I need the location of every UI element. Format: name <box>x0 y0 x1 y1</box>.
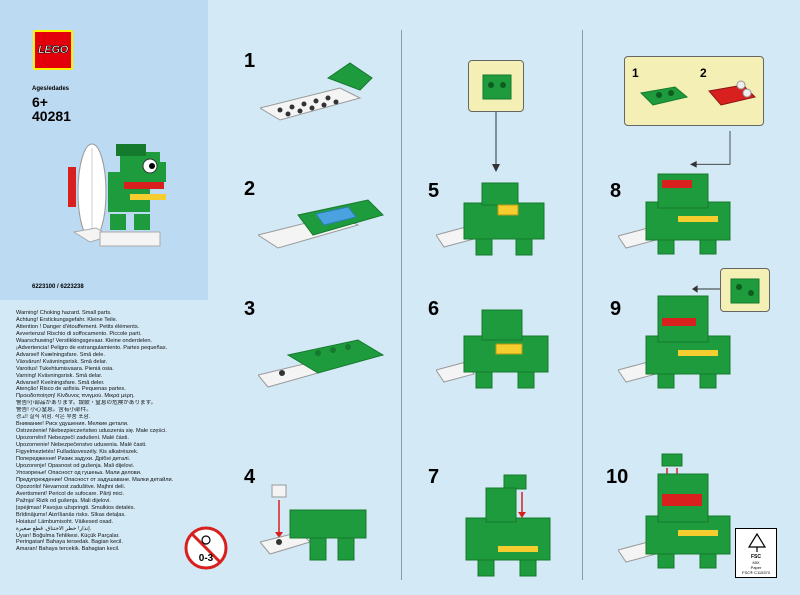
step-number-4: 4 <box>244 466 256 488</box>
warning-line: Figyelmeztetés! Fulladásveszély. Kis alk… <box>16 449 139 456</box>
warning-line: Upozornenie! Nebezpečenstvo udusenia. Ma… <box>16 442 147 449</box>
warning-line: 警告! 小心窒息。含有小部件。 <box>16 407 92 414</box>
step-number-1: 1 <box>244 50 256 72</box>
warning-line: ¡Advertencia! Peligro de estrangulamient… <box>16 344 168 351</box>
step-9-illustration <box>618 295 731 389</box>
warning-line: 警告!小部品があります。誤飲・窒息の危険があります。 <box>16 400 157 407</box>
fsc-title: FSC <box>751 554 761 560</box>
step-8-illustration <box>618 173 731 255</box>
step-5-illustration <box>436 182 545 256</box>
callout-part-2-label: 2 <box>700 66 707 80</box>
dragon-model-image <box>68 143 166 247</box>
fsc-line-1: MIX <box>752 560 760 565</box>
column-divider-2 <box>582 30 583 580</box>
callout-part-1-label: 1 <box>632 66 639 80</box>
step-number-7: 7 <box>428 466 440 488</box>
age-warning-icon: 0-3 <box>184 526 228 570</box>
warning-line: Avertisment! Pericol de sufocare. Părți … <box>16 490 125 497</box>
step-number-6: 6 <box>428 298 440 320</box>
warning-line: Hoiatus! Lämbumisoht. Väikesed osad. <box>16 518 114 525</box>
age-value: 6+ <box>32 94 48 110</box>
step-5-callout <box>468 60 524 112</box>
warning-line: Предупреждение! Опасност от задушаване. … <box>16 476 174 483</box>
step-10-illustration <box>618 453 731 569</box>
warning-line: إنذار! خطر الاختناق. قطع صغيرة. <box>16 525 92 532</box>
fsc-line-3: FSC® C115370 <box>742 570 770 575</box>
warning-line: Attention ! Danger d'étouffement. Petits… <box>16 323 140 330</box>
fsc-line-2: Paper <box>750 565 762 570</box>
warning-line: Упозорење! Опасност од гушења. Мали дело… <box>16 469 142 476</box>
fsc-label: FSC MIX Paper FSC® C115370 <box>735 528 777 578</box>
warning-line: Upozornění! Nebezpečí zadušení. Malé čás… <box>16 435 129 442</box>
step-8-callout-arrow <box>690 131 731 168</box>
step-1-illustration <box>260 62 373 121</box>
step-3-illustration <box>258 339 385 388</box>
step-number-3: 3 <box>244 298 256 320</box>
warning-line: Waarschuwing! Verstikkingsgevaar. Kleine… <box>16 337 152 344</box>
warning-line: Внимание! Риск удушения. Мелкие детали. <box>16 421 129 428</box>
warning-line: Warning! Choking hazard. Small parts. <box>16 310 112 316</box>
warning-line: Varning! Kvävningsrisk. Små delar. <box>16 372 103 379</box>
fsc-tree-icon <box>747 533 767 552</box>
warning-line: Opozorilo! Nevarnost zadušitve. Majhni d… <box>16 483 126 490</box>
set-number: 40281 <box>32 108 71 124</box>
warning-line: 경고! 질식 위험. 작은 부품 포함. <box>16 414 91 421</box>
warning-line: Uyarı! Boğulma Tehlikesi. Küçük Parçalar… <box>16 532 120 539</box>
warning-line: Advarsel! Kvelningsfare. Små deler. <box>16 379 105 386</box>
warning-line: Upozorenje! Opasnost od gušenja. Mali di… <box>16 462 135 469</box>
step-8-callout <box>624 56 764 126</box>
step-number-9: 9 <box>610 298 622 320</box>
warning-line: Попередження! Ризик задухи. Дрібні детал… <box>16 456 131 463</box>
age-warning-label: 0-3 <box>199 553 214 564</box>
warning-line: Peringatan! Bahaya tersedak. Bagian keci… <box>16 539 123 546</box>
warning-line: Varoitus! Tukehtumisvaara. Pieniä osia. <box>16 365 114 372</box>
step-number-2: 2 <box>244 178 256 200</box>
step-9-callout <box>720 268 770 312</box>
warning-line: Avvertenza! Rischio di soffocamento. Pic… <box>16 330 142 337</box>
warning-line: Amaran! Bahaya tercekik. Bahagian kecil. <box>16 546 120 553</box>
age-label: Ages/edades <box>32 86 70 92</box>
warning-line: Προειδοποίηση! Κίνδυνος πνιγμού. Μικρά μ… <box>16 393 135 400</box>
column-divider-1 <box>401 30 402 580</box>
warning-line: Achtung! Erstickungsgefahr. Kleine Teile… <box>16 316 118 323</box>
step-2-illustration <box>258 199 384 249</box>
lego-logo-text: LEGO <box>38 44 69 57</box>
step-number-5: 5 <box>428 180 440 202</box>
warning-line: Ostrzeżenie! Niebezpieczeństwo uduszenia… <box>16 428 167 435</box>
step-6-illustration <box>436 309 549 389</box>
warning-line: Atenção! Risco de asfixia. Pequenas part… <box>16 386 126 393</box>
step-number-8: 8 <box>610 180 622 202</box>
choking-warnings: Warning! Choking hazard. Small parts.Ach… <box>16 310 201 553</box>
lego-logo: LEGO <box>33 30 73 70</box>
warning-line: Pažnja! Rizik od gušenja. Mali dijelovi. <box>16 497 111 504</box>
warning-line: Brīdinājums! Aizrīšanās risks. Sīkas det… <box>16 511 126 518</box>
warning-line: Įspėjimas! Pavojus užspringti. Smulkios … <box>16 504 136 511</box>
step-number-10: 10 <box>606 466 629 488</box>
step-5-callout-arrow <box>492 112 500 172</box>
step-7-illustration <box>465 474 551 577</box>
step-9-callout-arrow <box>692 285 720 293</box>
warning-line: Advarsel! Kvælningsfare. Små dele. <box>16 351 105 358</box>
step-4-illustration <box>260 484 367 561</box>
product-codes: 6223100 / 6223238 <box>32 284 84 290</box>
warning-line: Växvårun! Kvävningsrisk. Små delar. <box>16 358 108 365</box>
